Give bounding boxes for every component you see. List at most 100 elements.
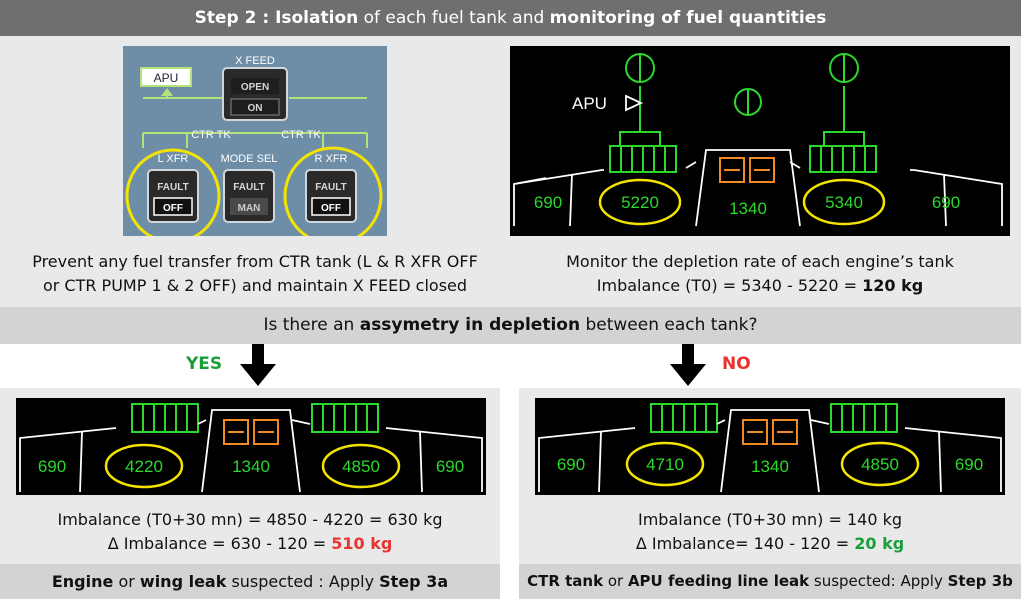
header-bold-2: monitoring of fuel quantities [549,8,827,28]
apu-box [140,67,192,87]
no-delta-line: Δ Imbalance= 140 - 120 = 20 kg [519,532,1021,556]
no-right-pumps [830,403,898,433]
yes-wing-outline [19,409,483,493]
question-post: between each tank? [580,315,758,335]
yes-label: YES [186,354,223,374]
yes-conclusion-bar: Engine or wing leak suspected : Apply St… [0,564,500,599]
header-bold-1: Isolation [275,8,359,28]
xfeed-open-window [231,78,279,94]
yes-footer-bold-1: Engine [51,572,114,591]
no-left-inner-highlight [625,441,705,487]
header-prefix: Step 2 : [194,8,276,28]
left-inner-highlight [598,178,682,226]
yes-footer-text-2: suspected : Apply [226,572,380,591]
xfeed-on-window [230,98,280,116]
engine-feed-lines [639,86,845,132]
no-center-pumps [742,419,798,445]
rxfr-fault-legend: FAULT [315,182,346,193]
yes-delta-line: Δ Imbalance = 630 - 120 = 510 kg [0,532,500,556]
lxfr-off-window [153,197,193,216]
xfeed-on-legend: ON [248,103,263,114]
no-conclusion-bar: CTR tank or APU feeding line leak suspec… [519,564,1021,599]
no-footer-bold-3: Step 3b [947,572,1013,590]
yes-fuel-drawing: 690 4220 1340 4850 690 [19,403,483,493]
left-caption: Prevent any fuel transfer from CTR tank … [10,250,500,298]
yes-footer-bold-3: Step 3a [379,572,449,591]
yes-left-inner-highlight [104,443,184,489]
wing-outline [513,149,1003,227]
yes-delta-text: Δ Imbalance = 630 - 120 = [107,534,332,553]
no-arrow-icon [670,344,706,392]
lxfr-title: L XFR [158,153,189,165]
ecam-fuel-drawing: APU 690 5220 1340 5340 [513,53,1003,227]
mode-fault-legend: FAULT [233,182,264,193]
no-result-text: Imbalance (T0+30 mn) = 140 kg Δ Imbalanc… [519,508,1021,556]
ctr-tk-left-label: CTR TK [191,129,231,141]
question-pre: Is there an [263,315,360,335]
no-left-outer-qty: 690 [557,455,585,474]
no-center-qty: 1340 [751,457,789,476]
center-pumps [719,157,775,183]
question-band: Is there an assymetry in depletion betwe… [0,307,1021,344]
yes-left-outer-qty: 690 [38,457,66,476]
no-fuel-display: 690 4710 1340 4850 690 [535,398,1005,495]
mode-sel-title: MODE SEL [221,153,278,165]
overhead-fuel-panel: APU X FEED OPEN ON CTR TK CTR TK L XFR M… [123,46,387,246]
center-qty: 1340 [729,199,767,218]
yes-left-pumps [131,403,199,433]
right-inner-qty: 5340 [825,193,863,212]
no-fuel-drawing: 690 4710 1340 4850 690 [538,403,1002,493]
header-mid: of each fuel tank and [358,8,550,28]
mode-man-window [230,198,268,215]
right-pumps [809,131,877,173]
no-imbalance-line: Imbalance (T0+30 mn) = 140 kg [637,510,903,529]
no-footer-bold-2: APU feeding line leak [627,572,810,590]
mode-man-legend: MAN [238,203,261,214]
rxfr-off-legend: OFF [321,203,341,214]
ctr-tk-right-label: CTR TK [281,129,321,141]
rxfr-off-window [311,197,351,216]
step-header: Step 2 : Isolation of each fuel tank and… [0,0,1021,36]
no-delta-value: 20 kg [854,534,905,553]
no-left-inner-qty: 4710 [646,455,684,474]
left-caption-line-2: or CTR PUMP 1 & 2 OFF) and maintain X FE… [42,276,468,295]
lxfr-fault-legend: FAULT [157,182,188,193]
yes-right-inner-qty: 4850 [342,457,380,476]
lxfr-off-legend: OFF [163,203,183,214]
left-pumps [609,131,677,173]
left-inner-qty: 5220 [621,193,659,212]
no-right-outer-qty: 690 [955,455,983,474]
yes-imbalance-line: Imbalance (T0+30 mn) = 4850 - 4220 = 630… [57,510,443,529]
no-footer-text-2: suspected: Apply [809,572,948,590]
no-label: NO [722,354,751,374]
no-right-inner-highlight [840,441,920,487]
left-engine-symbol [625,53,655,83]
crossfeed-valve-icon [734,88,762,116]
yes-footer-bold-2: wing leak [139,572,227,591]
yes-right-inner-highlight [321,443,401,489]
no-left-pumps [650,403,718,433]
imbalance-t0-text: Imbalance (T0) = 5340 - 5220 = [596,276,863,295]
question-bold: assymetry in depletion [359,315,581,335]
apu-arrow-icon [161,88,173,96]
yes-fuel-display: 690 4220 1340 4850 690 [16,398,486,495]
no-right-inner-qty: 4850 [861,455,899,474]
right-caption-line-1: Monitor the depletion rate of each engin… [566,252,954,271]
right-inner-highlight [802,178,886,226]
xfeed-title: X FEED [235,55,275,67]
no-wing-outline [538,409,1002,493]
yes-right-pumps [311,403,379,433]
right-engine-symbol [829,53,859,83]
right-caption-line-2: Imbalance (T0) = 5340 - 5220 = 120 kg [510,274,1010,298]
yes-delta-value: 510 kg [331,534,393,553]
no-delta-text: Δ Imbalance= 140 - 120 = [635,534,855,553]
right-outer-qty: 690 [932,193,960,212]
apu-triangle-icon [625,94,644,112]
left-outer-qty: 690 [534,193,562,212]
imbalance-t0-value: 120 kg [862,276,924,295]
no-footer-bold-1: CTR tank [527,572,604,590]
overhead-panel-drawing: APU X FEED OPEN ON CTR TK CTR TK L XFR M… [125,55,383,246]
right-caption: Monitor the depletion rate of each engin… [510,250,1010,298]
no-footer-text-1: or [603,572,628,590]
yes-result-text: Imbalance (T0+30 mn) = 4850 - 4220 = 630… [0,508,500,556]
